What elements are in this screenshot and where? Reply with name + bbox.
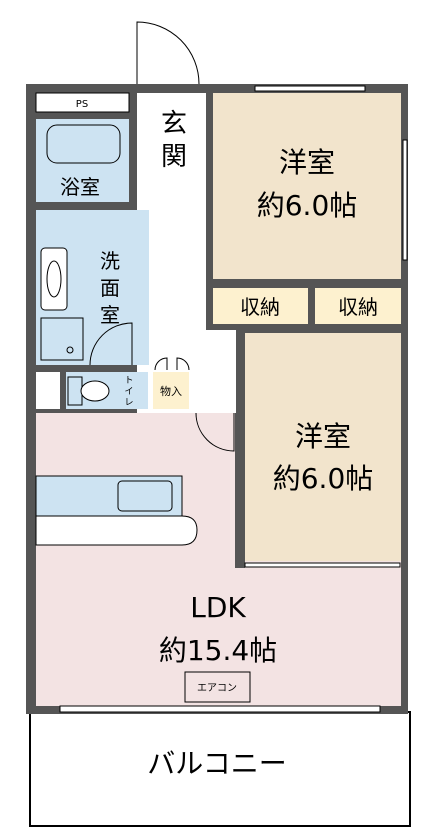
storage-small-label: 物入	[160, 384, 182, 398]
washroom-door	[89, 322, 133, 366]
ps-label: PS	[76, 99, 88, 110]
washing-machine	[40, 317, 84, 361]
balcony	[29, 711, 411, 827]
bath-label: 浴室	[60, 175, 100, 199]
washroom-label: 洗面室	[100, 249, 120, 327]
closet1-label: 収納	[240, 295, 280, 319]
room2-size: 約6.0帖	[273, 462, 374, 495]
storage-doors	[154, 357, 190, 371]
aircon-label: エアコン	[197, 683, 237, 694]
storage-small	[153, 372, 189, 409]
room1-size: 約6.0帖	[257, 189, 358, 222]
genkan-char-1: 玄	[161, 109, 187, 139]
entrance-door	[136, 21, 200, 85]
kitchen-sink	[117, 480, 173, 512]
closet-2	[315, 288, 401, 324]
bathtub	[46, 124, 121, 164]
toilet-room-side	[36, 372, 60, 409]
windows	[59, 85, 408, 713]
closet2-label: 収納	[338, 295, 378, 319]
drain	[66, 346, 74, 354]
ps-shaft	[35, 92, 130, 113]
western-room-1	[213, 93, 401, 279]
room1-name: 洋室	[279, 146, 335, 179]
toilet-tank	[67, 376, 83, 406]
balcony-label: バルコニー	[147, 747, 286, 780]
genkan-char-2: 関	[161, 142, 187, 172]
washbasin-bowl	[46, 260, 62, 298]
ldk-size: 約15.4帖	[159, 634, 277, 667]
aircon-box	[184, 671, 251, 703]
toilet-bowl	[80, 380, 110, 402]
toilet-label: トイレ	[124, 376, 133, 408]
ldk-wall-cut	[235, 413, 245, 568]
corridor-lower	[194, 330, 236, 413]
ldk-name: LDK	[190, 591, 246, 624]
kitchen-bar	[35, 515, 198, 546]
western-room-2	[245, 333, 401, 561]
closet-1	[213, 288, 308, 324]
genkan-label: 玄関	[161, 109, 187, 172]
ldk-door	[195, 412, 235, 452]
room2-name: 洋室	[295, 420, 351, 453]
